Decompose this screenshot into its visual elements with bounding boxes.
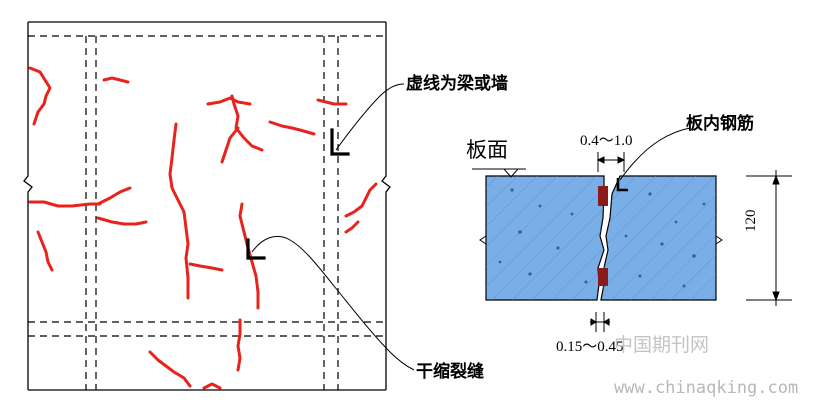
top-width-dimension: [596, 152, 626, 172]
plan-view: [23, 21, 415, 391]
slab-outline: [23, 21, 391, 391]
concrete-section: [479, 175, 723, 301]
crack-arrow-icon: [246, 238, 266, 260]
rebar-leader: [616, 127, 691, 192]
rebar-arrow-icon: [616, 178, 628, 192]
rebar-left: [598, 186, 608, 206]
crack-leader: [251, 236, 415, 371]
break-mark: [715, 235, 723, 245]
crack-width-bottom-label: 0.15～0.45: [556, 339, 624, 355]
crack: [238, 202, 260, 310]
crack: [96, 186, 132, 206]
slab-thickness-label: 120: [743, 209, 759, 233]
section-view: [472, 127, 792, 332]
crack: [268, 120, 316, 136]
crack: [230, 94, 264, 152]
crack: [102, 76, 130, 84]
crack: [168, 122, 190, 300]
crack: [202, 382, 222, 390]
thickness-dimension: [746, 170, 792, 306]
crack: [148, 350, 192, 388]
bottom-width-dimension: [590, 312, 610, 332]
crack-width-top-label: 0.4～1.0: [580, 133, 633, 149]
slab-surface-label: 板面: [466, 138, 508, 162]
beam-arrow-icon: [330, 128, 350, 156]
shrinkage-cracks: [28, 66, 378, 390]
crack: [220, 126, 240, 164]
crack: [206, 96, 252, 106]
concrete-right-hatch: [601, 176, 716, 300]
crack: [236, 318, 242, 372]
watermark-cn: 中国期刊网: [614, 334, 710, 356]
break-mark: [479, 235, 487, 245]
crack: [188, 262, 224, 272]
crack: [28, 200, 102, 208]
rebar-in-slab-label: 板内钢筋: [686, 114, 754, 134]
beam-leader: [335, 83, 405, 151]
rebar-right: [598, 268, 608, 286]
crack: [28, 66, 52, 126]
crack: [96, 216, 148, 226]
dashed-line-note: 虚线为梁或墙: [406, 74, 508, 94]
shrinkage-crack-label: 干缩裂缝: [416, 362, 484, 382]
aggregate-dots: [498, 188, 706, 288]
leader-lines: [251, 83, 415, 371]
crack: [344, 220, 360, 234]
concrete-left-hatch: [486, 176, 604, 300]
crack: [316, 98, 348, 106]
arrow-markers: [246, 128, 350, 260]
crack: [36, 230, 54, 272]
crack: [344, 182, 378, 218]
watermark-url: www.chinaqking.com: [614, 378, 799, 398]
beam-dashed-lines: [28, 35, 386, 390]
